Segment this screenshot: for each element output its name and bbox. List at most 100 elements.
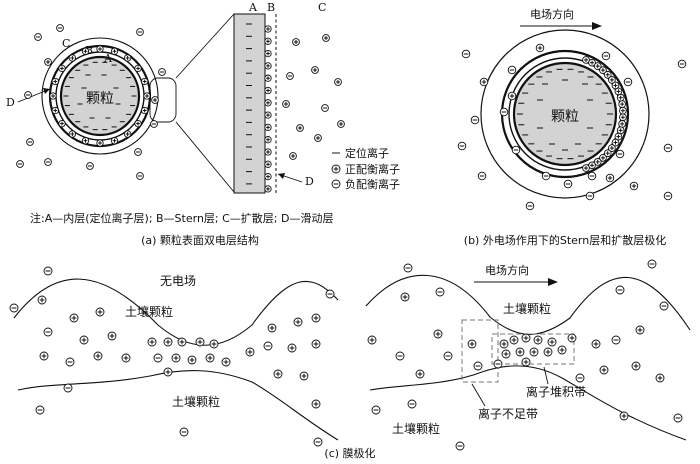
soil-particle-upper-edge-left (13, 278, 339, 346)
positive-ion-icon (58, 119, 66, 128)
ion-deficit-zone-box (461, 319, 499, 383)
zoom-line-top (175, 13, 235, 79)
positive-ion-icon (187, 355, 197, 365)
positive-ion-icon (37, 295, 47, 305)
positive-ion-icon (614, 132, 623, 141)
positive-ion-icon (221, 357, 231, 367)
negative-ion-icon (134, 148, 142, 156)
positive-ion-icon (588, 58, 596, 67)
positive-ion-icon (273, 369, 283, 379)
soil-particle-label-upper-right: 土壤颗粒 (503, 301, 551, 316)
ion-markers (9, 23, 687, 451)
positive-ion-icon (619, 411, 629, 421)
slab-letter-a: A (248, 1, 258, 14)
field-arrowhead-c (548, 278, 558, 286)
negative-ion-icon (507, 65, 517, 75)
positive-ion-icon (95, 307, 105, 317)
negative-ion-icon (647, 259, 657, 269)
field-arrowhead-b (592, 22, 602, 30)
soil-particle-upper-edge-right (365, 274, 691, 335)
positive-ion-icon (599, 365, 609, 375)
negative-ion-icon (150, 120, 158, 128)
zoom-line-bottom (175, 121, 235, 193)
negative-ion-icon (313, 437, 323, 447)
negative-ion-icon (470, 115, 480, 125)
positive-ion-icon (593, 158, 602, 166)
positive-ion-icon (605, 173, 615, 183)
negative-ion-icon (44, 158, 52, 166)
positive-ion-icon (521, 357, 531, 367)
positive-ion-icon (515, 347, 525, 357)
legend-negative-ion-label: 负配衡离子 (345, 177, 400, 191)
positive-ion-icon (264, 99, 272, 107)
positive-ion-icon (177, 337, 187, 347)
negative-ion-icon (541, 171, 551, 181)
positive-ion-icon (614, 87, 623, 96)
negative-ion-icon (575, 373, 585, 383)
soil-particle-label-lower-left: 土壤颗粒 (172, 394, 220, 409)
negative-ion-icon (615, 149, 625, 159)
particle-core (59, 55, 141, 137)
positive-ion-icon (543, 347, 553, 357)
positive-ion-icon (264, 25, 272, 33)
negative-ion-icon (16, 160, 24, 168)
positive-ion-icon (51, 77, 59, 86)
positive-ion-icon (616, 93, 625, 102)
positive-ion-icon (629, 181, 639, 191)
negative-ion-icon (499, 107, 509, 117)
positive-ion-icon (529, 347, 539, 357)
negative-ion-icon (153, 353, 163, 363)
negative-ion-icon (611, 335, 621, 345)
positive-ion-icon (96, 139, 104, 147)
positive-ion-icon (616, 126, 625, 135)
deficit-pointer (471, 383, 486, 407)
positive-ion-icon (618, 120, 626, 128)
positive-ion-icon (535, 43, 545, 53)
negative-ion-icon (403, 263, 413, 273)
positive-ion-icon (533, 335, 543, 345)
positive-ion-icon (163, 337, 173, 347)
negative-ion-icon (585, 191, 595, 201)
panel-b-caption: (b) 外电场作用下的Stern层和扩散层极化 (464, 233, 666, 247)
negative-ion-icon (35, 405, 45, 415)
positive-ion-icon (509, 335, 519, 345)
slab-letter-d: D (305, 175, 314, 188)
legend-fixed-ion-label: 定位离子 (345, 146, 389, 160)
positive-ion-icon (582, 56, 590, 64)
positive-ion-icon (619, 106, 627, 115)
negative-ion-icon (435, 287, 445, 297)
soil-particle-label-upper-left: 土壤颗粒 (125, 304, 173, 319)
negative-ion-icon (34, 33, 42, 41)
positive-ion-icon (400, 292, 410, 302)
diffuse-layer-boundary-b (480, 29, 650, 199)
negative-ion-icon (321, 104, 329, 112)
positive-ion-icon (293, 317, 303, 327)
positive-ion-icon (123, 54, 132, 62)
panel-a-caption: (a) 颗粒表面双电层结构 (141, 233, 259, 247)
negative-ion-icon (56, 24, 64, 32)
negative-ion-icon (677, 59, 687, 69)
positive-ion-icon (96, 45, 104, 53)
positive-ion-icon (69, 313, 79, 323)
positive-ion-icon (311, 313, 321, 323)
negative-ion-icon (395, 351, 405, 361)
diffuse-layer-boundary (41, 37, 159, 155)
positive-ion-icon (296, 124, 304, 132)
slab-letter-c: C (318, 1, 326, 14)
positive-ion-icon (311, 399, 321, 409)
positive-ion-icon (121, 353, 131, 363)
soil-particle-lower-edge-left (17, 370, 339, 441)
positive-ion-icon (209, 339, 219, 349)
positive-ion-icon (611, 138, 620, 147)
positive-ion-icon (635, 325, 645, 335)
field-direction-label-b: 电场方向 (530, 7, 574, 21)
positive-ion-icon (415, 369, 425, 379)
negative-ion-icon (26, 138, 34, 146)
negative-ion-icon (443, 351, 453, 361)
positive-ion-icon (557, 345, 567, 355)
negative-ion-icon (525, 201, 535, 211)
particle-label: 颗粒 (86, 91, 114, 107)
positive-ion-icon (289, 152, 297, 160)
ion-deficit-label: 离子不足带 (478, 406, 538, 421)
positive-ion-icon (264, 185, 272, 193)
